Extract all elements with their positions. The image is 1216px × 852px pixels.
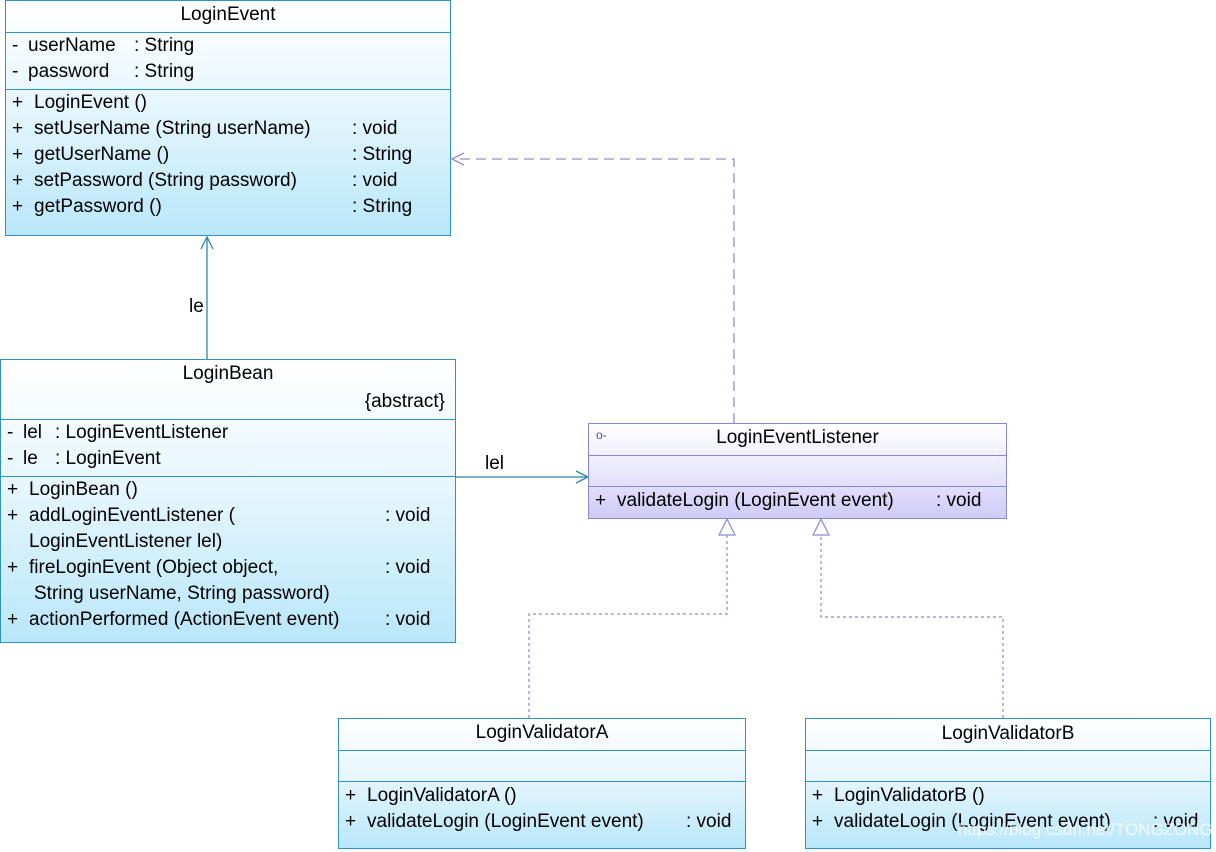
op-signature: LoginEvent (): [34, 92, 148, 113]
op-return: : void: [686, 811, 732, 832]
op-return: : String: [352, 144, 413, 165]
op-visibility: +: [345, 785, 357, 806]
op-return: : void: [1153, 811, 1199, 832]
op-visibility: +: [812, 785, 824, 806]
class-stereotype: {abstract}: [364, 391, 445, 412]
operations-compartment: + LoginValidatorB () + validateLogin (Lo…: [806, 781, 1210, 848]
op-visibility: +: [12, 196, 24, 217]
attributes-compartment: [339, 750, 745, 781]
op-signature-continued: LoginEventListener lel): [29, 531, 223, 552]
class-login-validator-a[interactable]: LoginValidatorA + LoginValidatorA () + v…: [338, 718, 746, 849]
class-name: LoginValidatorA: [475, 722, 609, 743]
op-visibility: +: [7, 557, 19, 578]
op-visibility: +: [7, 609, 19, 630]
class-name-compartment: LoginValidatorA: [339, 719, 745, 750]
attr-name: lel: [23, 422, 43, 443]
association-le-label: le: [189, 296, 204, 317]
op-signature: setPassword (String password): [34, 170, 297, 191]
interface-icon: o-: [596, 428, 607, 442]
op-signature: setUserName (String userName): [34, 118, 311, 139]
op-visibility: +: [7, 505, 19, 526]
op-signature: fireLoginEvent (Object object,: [29, 557, 279, 578]
realization-b-triangle: [812, 517, 830, 536]
attributes-compartment: [589, 455, 1006, 486]
class-name: LoginValidatorB: [941, 723, 1075, 744]
op-visibility: +: [12, 170, 24, 191]
op-signature: LoginValidatorA (): [367, 785, 517, 806]
dependency-line: [452, 158, 735, 423]
attr-name: le: [23, 448, 38, 469]
class-name: LoginEvent: [180, 4, 276, 25]
association-le-arrowhead: [200, 235, 214, 250]
realization-b-line: [820, 535, 1004, 718]
op-visibility: +: [12, 92, 24, 113]
op-signature: getUserName (): [34, 144, 170, 165]
class-login-event[interactable]: LoginEvent - userName : String - passwor…: [5, 0, 451, 236]
realization-a-triangle: [718, 517, 736, 536]
interface-login-event-listener[interactable]: o- LoginEventListener + validateLogin (L…: [588, 423, 1007, 519]
attributes-compartment: - userName : String - password : String: [6, 32, 450, 89]
operations-compartment: + LoginEvent () + setUserName (String us…: [6, 89, 450, 235]
watermark: https://blog.csdn.net/TONGZONGE: [958, 820, 1216, 839]
op-visibility: +: [12, 144, 24, 165]
class-name: LoginEventListener: [716, 427, 879, 448]
op-signature-continued: String userName, String password): [34, 583, 330, 604]
op-return: : void: [385, 557, 431, 578]
op-visibility: +: [812, 811, 824, 832]
operations-compartment: + validateLogin (LoginEvent event) : voi…: [589, 486, 1006, 518]
association-lel-label: lel: [485, 453, 505, 474]
attr-visibility: -: [12, 35, 19, 56]
op-signature: validateLogin (LoginEvent event): [617, 490, 894, 511]
class-name-compartment: LoginBean {abstract}: [1, 360, 455, 419]
attr-type: : String: [134, 61, 195, 82]
op-return: : void: [385, 609, 431, 630]
attr-type: : LoginEventListener: [55, 422, 229, 443]
realization-a-line: [528, 535, 728, 718]
class-login-validator-b[interactable]: LoginValidatorB + LoginValidatorB () + v…: [805, 718, 1211, 849]
op-visibility: +: [345, 811, 357, 832]
op-signature: LoginValidatorB (): [834, 785, 985, 806]
attr-type: : String: [134, 35, 195, 56]
op-signature: getPassword (): [34, 196, 162, 217]
op-return: : void: [352, 170, 398, 191]
class-login-bean[interactable]: LoginBean {abstract} - lel : LoginEventL…: [0, 359, 456, 643]
op-return: : void: [385, 505, 431, 526]
class-name-compartment: LoginEvent: [6, 1, 450, 32]
op-return: : String: [352, 196, 413, 217]
dependency-arrowhead: [450, 152, 465, 166]
op-return: : void: [352, 118, 398, 139]
op-signature: actionPerformed (ActionEvent event): [29, 609, 340, 630]
op-signature: validateLogin (LoginEvent event): [367, 811, 644, 832]
attr-visibility: -: [7, 448, 14, 469]
class-name: LoginBean: [182, 363, 274, 384]
attributes-compartment: - lel : LoginEventListener - le : LoginE…: [1, 419, 455, 476]
op-visibility: +: [7, 479, 19, 500]
class-name-compartment: LoginValidatorB: [806, 719, 1210, 750]
op-return: : void: [936, 490, 982, 511]
attr-type: : LoginEvent: [55, 448, 161, 469]
attr-name: password: [28, 61, 110, 82]
op-signature: validateLogin (LoginEvent event): [834, 811, 1111, 832]
attributes-compartment: [806, 750, 1210, 781]
op-signature: LoginBean (): [29, 479, 138, 500]
op-visibility: +: [595, 490, 607, 511]
op-signature: addLoginEventListener (: [29, 505, 235, 526]
attr-name: userName: [28, 35, 116, 56]
attr-visibility: -: [12, 61, 19, 82]
operations-compartment: + LoginBean () + addLoginEventListener (…: [1, 476, 455, 642]
operations-compartment: + LoginValidatorA () + validateLogin (Lo…: [339, 781, 745, 848]
class-name-compartment: o- LoginEventListener: [589, 424, 1006, 455]
op-visibility: +: [12, 118, 24, 139]
attr-visibility: -: [7, 422, 14, 443]
